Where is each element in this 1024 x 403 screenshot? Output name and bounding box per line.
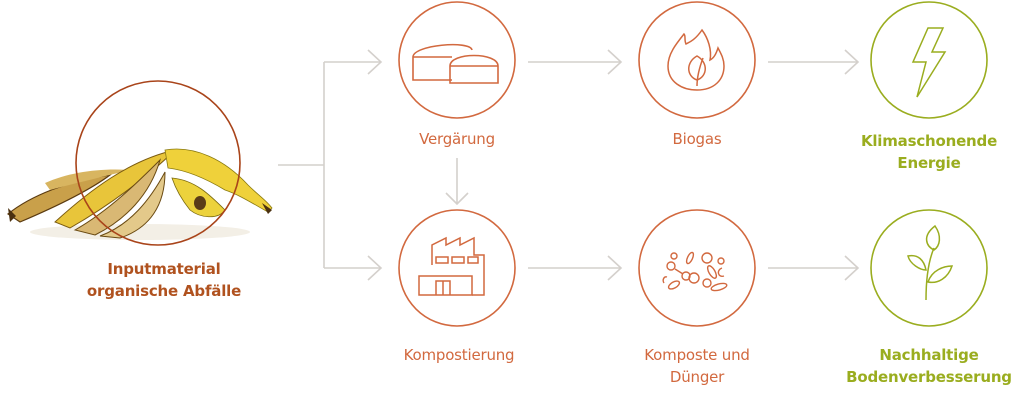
node-label-kompost: Komposte und Dünger — [644, 344, 750, 388]
node-circle-kompostierung — [398, 209, 516, 327]
node-label-boden-line2: Bodenverbesserung — [846, 368, 1012, 386]
node-label-boden: Nachhaltige Bodenverbesserung — [846, 344, 1012, 388]
banana-peel-image — [6, 148, 273, 240]
node-label-kompostierung: Kompostierung — [403, 346, 515, 364]
node-circle-kompost — [638, 209, 756, 327]
factory-icon — [418, 236, 485, 296]
arrow-vergaerung-to-kompostierung — [445, 158, 469, 206]
plant-sprout-icon — [907, 224, 954, 301]
node-circle-vergaerung — [398, 1, 516, 119]
node-circle-energie — [870, 1, 988, 119]
arrow-to-biogas — [528, 49, 623, 75]
input-label-line1: Inputmaterial — [107, 260, 221, 278]
node-label-energie-line1: Klimaschonende — [860, 132, 998, 150]
arrow-to-kompostierung — [367, 255, 383, 281]
input-label: Inputmaterial organische Abfälle — [87, 258, 241, 302]
node-circle-boden — [870, 209, 988, 327]
arrow-to-vergaerung — [367, 49, 383, 75]
node-label-vergaerung: Vergärung — [419, 130, 495, 148]
arrow-to-energie — [768, 49, 860, 75]
compost-particles-icon — [662, 251, 728, 292]
node-circle-biogas — [638, 1, 756, 119]
input-circle — [75, 80, 241, 246]
node-label-boden-line1: Nachhaltige — [879, 346, 979, 364]
node-label-energie-line2: Energie — [897, 154, 961, 172]
node-label-kompost-line1: Komposte und — [644, 346, 750, 364]
lightning-bolt-icon — [911, 27, 947, 98]
digester-tanks-icon — [412, 43, 499, 84]
node-label-energie: Klimaschonende Energie — [861, 130, 997, 174]
node-label-kompost-line2: Dünger — [669, 368, 725, 386]
input-label-line2: organische Abfälle — [86, 282, 242, 300]
branch-connector — [278, 61, 380, 269]
arrow-to-kompost — [528, 255, 623, 281]
flame-leaf-icon — [667, 28, 725, 91]
connectors — [278, 49, 860, 281]
arrow-to-boden — [768, 255, 860, 281]
node-label-biogas: Biogas — [672, 130, 722, 148]
